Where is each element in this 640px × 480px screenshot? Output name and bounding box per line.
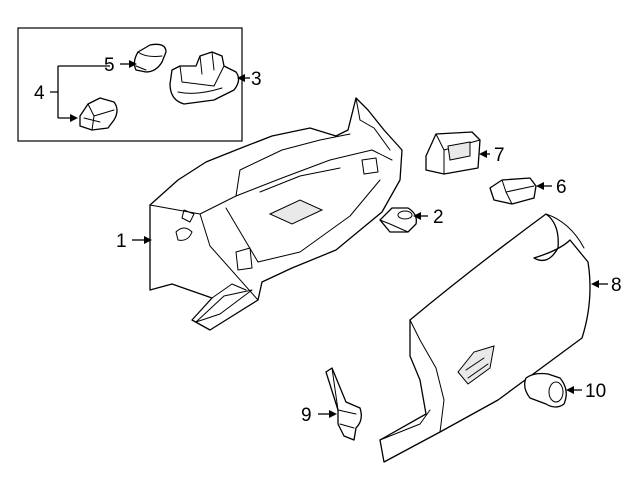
callout-8: 8 [611, 275, 622, 296]
callout-6: 6 [556, 177, 567, 198]
callout-2: 2 [433, 207, 444, 228]
damper-part [325, 367, 362, 441]
callout-10: 10 [585, 381, 606, 402]
callout-4: 4 [34, 83, 45, 104]
clip-part [379, 207, 417, 233]
socket-part [79, 97, 118, 131]
bulb-part [133, 43, 167, 73]
callout-5: 5 [104, 55, 115, 76]
callout-3: 3 [251, 69, 262, 90]
latch-bracket-part [425, 131, 481, 175]
callout-1: 1 [116, 231, 127, 252]
glove-box-door-part [379, 213, 591, 463]
inset-box [17, 27, 243, 142]
glove-box-housing-part [149, 97, 403, 331]
leader-lines [50, 60, 608, 418]
lamp-housing-part [169, 51, 240, 105]
bumper-part [524, 372, 567, 408]
callout-9: 9 [301, 405, 312, 426]
callout-7: 7 [494, 145, 505, 166]
switch-part [489, 177, 537, 205]
